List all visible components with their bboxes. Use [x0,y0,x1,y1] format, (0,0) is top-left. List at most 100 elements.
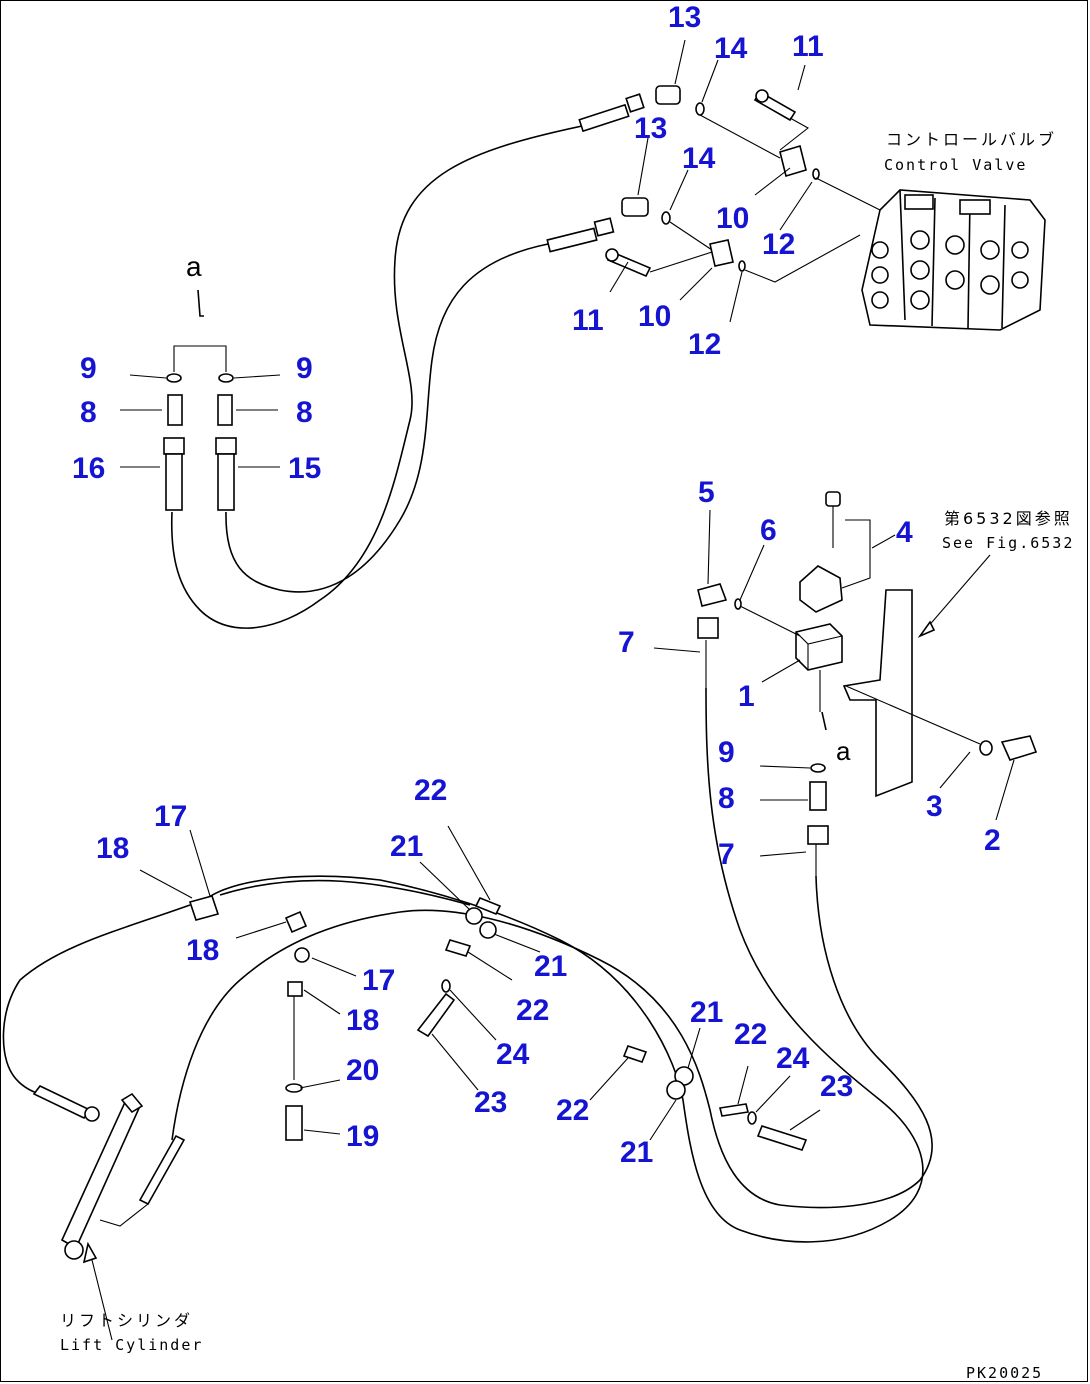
bolt-2 [1000,735,1038,761]
callout-17: 17 [362,964,395,997]
adapter-8-left [167,394,183,426]
callout-15: 15 [288,452,321,485]
callout-21: 21 [690,996,723,1029]
clamp-21-top-b [479,921,497,939]
callout-5: 5 [698,476,715,509]
callout-3: 3 [926,790,943,823]
control-valve-label-en: Control Valve [884,156,1027,174]
callout-9: 9 [718,736,735,769]
callout-21: 21 [390,830,423,863]
flange-10-lower [709,239,734,267]
flange-10-upper [779,144,807,178]
o-ring-12-lower [738,260,746,272]
callout-10: 10 [638,300,671,333]
hose-end-cylinder-a [32,1084,92,1120]
callout-numbers: 13 14 11 13 14 10 12 11 10 12 9 9 8 8 16… [72,1,1001,1169]
callout-11: 11 [572,304,604,337]
adapter-8-right [217,394,233,426]
upper-fittings [546,39,881,323]
bolt-4-head [825,491,841,507]
callout-13: 13 [634,112,667,145]
clamp-22-right [622,1045,648,1063]
callout-16: 16 [72,452,105,485]
callout-12: 12 [762,228,795,261]
callout-7: 7 [718,838,735,871]
callout-7: 7 [618,626,635,659]
washer-3 [979,740,993,756]
clamp-21-bottom-b [666,1080,686,1100]
hose-end-lower [546,227,598,253]
callout-8: 8 [718,782,735,815]
control-valve [861,189,1046,331]
valve-block-assembly [653,491,1038,876]
washer-24-right [747,1111,757,1125]
callout-23: 23 [474,1086,507,1119]
callout-24: 24 [496,1038,530,1071]
left-fittings [120,289,281,511]
clamp-18-lower [287,981,303,997]
washer-20 [285,1083,303,1093]
hose-15-fitting [217,453,235,511]
callout-18: 18 [96,832,129,865]
callout-18: 18 [346,1004,379,1037]
drawing-code: PK20025 [966,1364,1043,1382]
clamp-18-mid [284,910,308,934]
see-fig-label-en: See Fig.6532 [942,534,1074,552]
bolt-23-left [416,992,456,1038]
callout-10: 10 [716,202,749,235]
callout-2: 2 [984,824,1001,857]
ref-a-top: a [186,251,202,282]
callout-21: 21 [534,950,567,983]
ref-arrow-a-mid [821,711,827,731]
o-ring-14-lower [661,211,671,225]
callout-22: 22 [734,1018,767,1051]
elbow-5 [697,583,728,607]
bolt-23-right [756,1125,808,1151]
callout-9: 9 [296,352,313,385]
callout-6: 6 [760,514,777,547]
lift-cylinder [32,1084,186,1341]
clamp-21-top-a [465,907,483,925]
clamps [139,825,821,1151]
cylinder-body [60,1098,142,1250]
control-valve-label-jp: コントロールバルブ [886,130,1057,149]
callout-23: 23 [820,1070,853,1103]
callout-24: 24 [776,1042,810,1075]
cylinder-eye [64,1240,84,1260]
hose-lines [2,125,933,1243]
elbow-13-upper [655,85,681,105]
hose-end-upper [578,103,630,133]
callout-22: 22 [516,994,549,1027]
callout-20: 20 [346,1054,379,1087]
clamp-22-top [474,896,502,916]
washer-24-left [441,979,451,993]
hose-15-nut [215,437,237,455]
callout-17: 17 [154,800,187,833]
callout-8: 8 [80,396,97,429]
callout-22: 22 [556,1094,589,1127]
o-ring-9-mid [810,763,826,773]
o-ring-12-upper [812,168,820,180]
bolt-19 [285,1105,303,1141]
lift-cylinder-label-jp: リフトシリンダ [60,1311,193,1330]
callout-21: 21 [620,1136,653,1169]
callout-1: 1 [738,680,755,713]
hose-15 [225,243,549,593]
callout-22: 22 [414,774,447,807]
callout-19: 19 [346,1120,379,1153]
bracket [842,589,913,798]
clamp-22-mid [444,939,472,957]
callout-13: 13 [668,1,701,34]
callout-11: 11 [792,30,824,63]
clamp-22-bottom [719,1103,749,1117]
callout-8: 8 [296,396,313,429]
lift-cylinder-label-en: Lift Cylinder [60,1336,203,1354]
callout-12: 12 [688,328,721,361]
valve-4 [799,565,843,613]
callout-18: 18 [186,934,219,967]
hose-right-loop-inner [171,875,933,1209]
see-fig-label-jp: 第6532図参照 [944,509,1073,528]
hose-right-loop-outer [199,687,924,1243]
callout-4: 4 [896,516,913,549]
